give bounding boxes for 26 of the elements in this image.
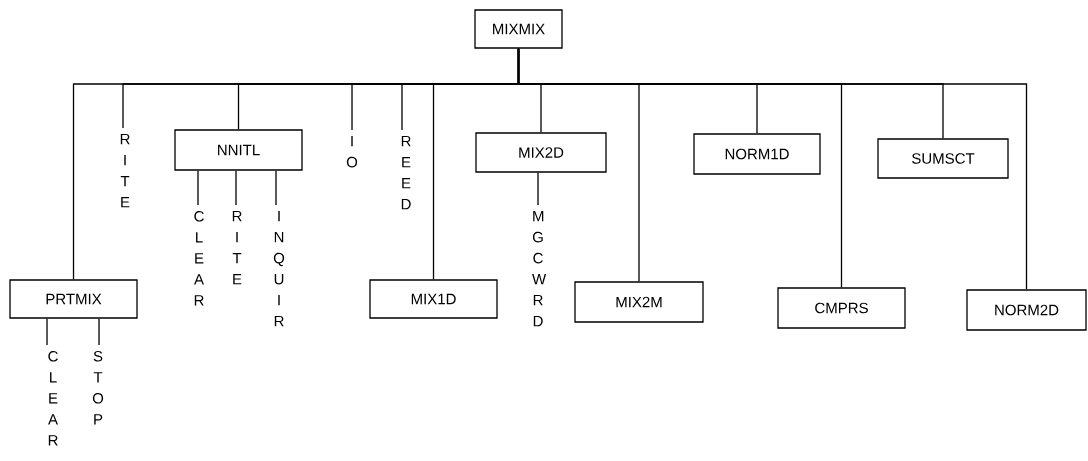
connector-line xyxy=(275,170,277,206)
vertical-label: MGCWRD xyxy=(532,211,547,327)
vertical-label: REED xyxy=(401,136,411,210)
module-box: NNITL xyxy=(174,129,303,171)
vertical-label: RITE xyxy=(232,211,242,285)
vertical-label: IO xyxy=(346,136,358,168)
connector-line xyxy=(537,172,539,206)
connector-line xyxy=(46,318,48,346)
vertical-label: CLEAR xyxy=(48,351,58,446)
vertical-label: INQUIR xyxy=(273,211,285,327)
module-box: CMPRS xyxy=(777,287,906,329)
connector-line xyxy=(235,170,237,206)
module-box: SUMSCT xyxy=(877,138,1009,179)
module-box: MIX1D xyxy=(369,279,498,319)
connector-line xyxy=(98,318,100,346)
module-box: MIX2D xyxy=(475,132,607,173)
module-box: NORM1D xyxy=(693,133,821,175)
connector-line xyxy=(197,170,199,206)
module-box: PRTMIX xyxy=(9,279,138,319)
module-box: MIX2M xyxy=(574,281,704,323)
vertical-label: STOP xyxy=(92,351,104,425)
vertical-label: CLEAR xyxy=(194,211,204,306)
vertical-label: RITE xyxy=(120,134,130,208)
connector-line xyxy=(517,48,1028,290)
module-box: MIXMIX xyxy=(474,9,563,49)
module-box: NORM2D xyxy=(966,289,1087,331)
